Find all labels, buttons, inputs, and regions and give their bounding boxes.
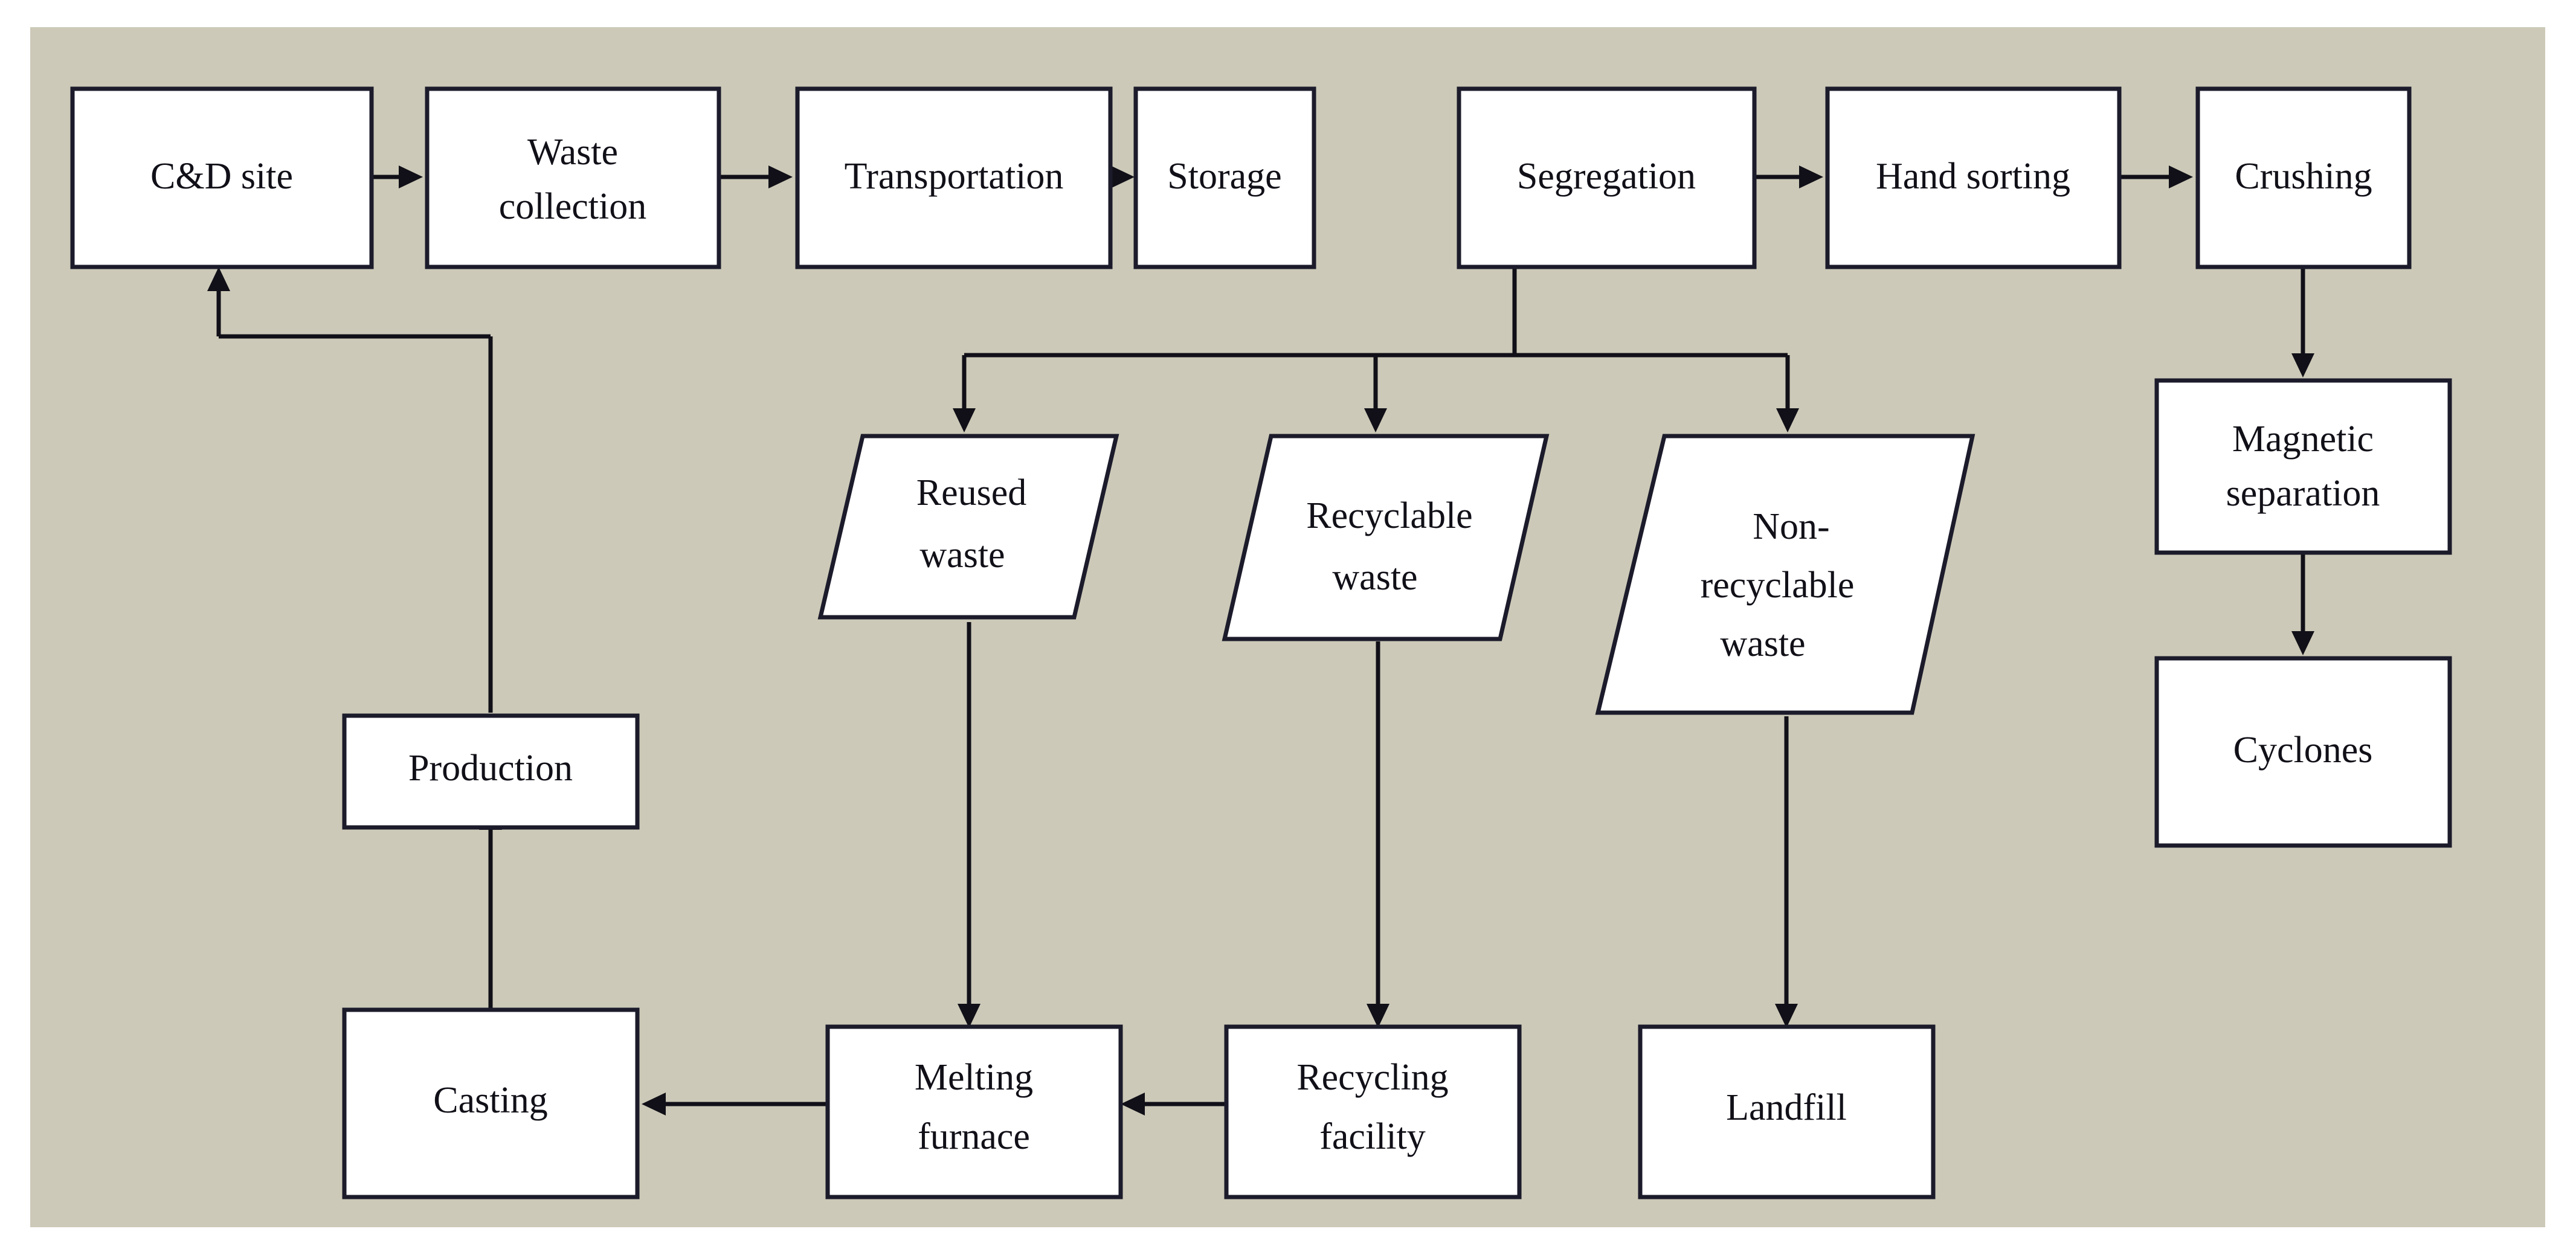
node-production[interactable]: Production: [342, 713, 640, 830]
node-cyclones[interactable]: Cyclones: [2154, 656, 2452, 848]
node-melting-furnace-label-line2: furnace: [918, 1116, 1030, 1157]
node-segregation[interactable]: Segregation: [1457, 86, 1757, 269]
node-transportation[interactable]: Transportation: [795, 86, 1113, 269]
node-recycling-facility[interactable]: Recycling facility: [1224, 1024, 1522, 1199]
node-crushing[interactable]: Crushing: [2195, 86, 2412, 269]
edge-reused-waste-to-melting-furnace: [958, 622, 980, 1028]
node-cyclones-label: Cyclones: [2233, 730, 2373, 771]
edge-crushing-to-magnetic-separation: [2291, 260, 2314, 377]
node-hand-sorting[interactable]: Hand sorting: [1825, 86, 2122, 269]
node-landfill-label: Landfill: [1726, 1087, 1847, 1128]
edge-casting-to-production: [479, 806, 502, 1021]
node-melting-furnace-label-line1: Melting: [915, 1057, 1033, 1098]
node-waste-collection-label-line1: Waste: [527, 132, 618, 173]
node-reused-waste-label-line1: Reused: [916, 472, 1027, 513]
edge-magnetic-separation-to-cyclones: [2291, 550, 2314, 655]
node-recycling-facility-label-line2: facility: [1319, 1116, 1426, 1157]
node-recyclable-waste-label-line2: waste: [1332, 557, 1417, 598]
node-magnetic-separation-label-line2: separation: [2226, 473, 2380, 514]
node-storage-label: Storage: [1167, 156, 1281, 197]
edge-waste-collection-to-transportation: [719, 165, 793, 188]
edge-recyclable-waste-to-recycling-facility: [1367, 641, 1389, 1028]
node-storage[interactable]: Storage: [1133, 86, 1316, 269]
node-cd-site-label: C&D site: [150, 156, 293, 197]
node-waste-collection[interactable]: Waste collection: [425, 86, 721, 269]
node-melting-furnace[interactable]: Melting furnace: [825, 1024, 1123, 1199]
node-landfill[interactable]: Landfill: [1638, 1024, 1936, 1199]
node-reused-waste-label-line2: waste: [919, 535, 1005, 576]
node-segregation-label: Segregation: [1517, 156, 1696, 197]
node-recycling-facility-label-line1: Recycling: [1296, 1057, 1448, 1098]
node-magnetic-separation-label-line1: Magnetic: [2232, 419, 2374, 460]
edge-production-to-cd-site: [207, 267, 493, 713]
nodes-layer: C&D site Waste collection Transportation…: [70, 86, 2452, 1199]
node-reused-waste[interactable]: Reused waste: [817, 434, 1119, 620]
node-magnetic-separation[interactable]: Magnetic separation: [2154, 378, 2452, 555]
edge-segregation-branch-bus: [964, 260, 1788, 358]
node-hand-sorting-label: Hand sorting: [1876, 156, 2070, 197]
node-recyclable-waste-label-line1: Recyclable: [1306, 495, 1472, 536]
edge-melting-furnace-to-casting: [642, 1093, 826, 1116]
edge-cd-site-to-waste-collection: [372, 165, 423, 188]
edge-transportation-to-storage: [1110, 165, 1135, 188]
node-production-label: Production: [408, 748, 573, 789]
node-non-recyclable-waste-label-line3: waste: [1720, 623, 1805, 664]
node-recyclable-waste[interactable]: Recyclable waste: [1222, 434, 1550, 641]
node-non-recyclable-waste-label-line1: Non-: [1753, 506, 1829, 547]
node-non-recyclable-waste-label-line2: recyclable: [1701, 565, 1855, 606]
node-casting[interactable]: Casting: [342, 1007, 640, 1199]
node-waste-collection-label-line2: collection: [499, 186, 646, 227]
edge-segregation-to-recyclable-waste: [1364, 355, 1387, 432]
node-crushing-label: Crushing: [2235, 156, 2372, 197]
edge-recycling-facility-to-melting-furnace: [1121, 1093, 1225, 1116]
node-transportation-label: Transportation: [845, 156, 1064, 197]
node-casting-label: Casting: [433, 1080, 547, 1121]
edge-non-recyclable-waste-to-landfill: [1775, 716, 1798, 1028]
edge-segregation-to-non-recyclable-waste: [1776, 355, 1799, 432]
node-cd-site[interactable]: C&D site: [70, 86, 374, 269]
edge-segregation-to-hand-sorting: [1754, 165, 1823, 188]
node-non-recyclable-waste[interactable]: Non- recyclable waste: [1595, 434, 1975, 715]
edge-segregation-to-reused-waste: [953, 355, 976, 432]
edge-hand-sorting-to-crushing: [2119, 165, 2193, 188]
